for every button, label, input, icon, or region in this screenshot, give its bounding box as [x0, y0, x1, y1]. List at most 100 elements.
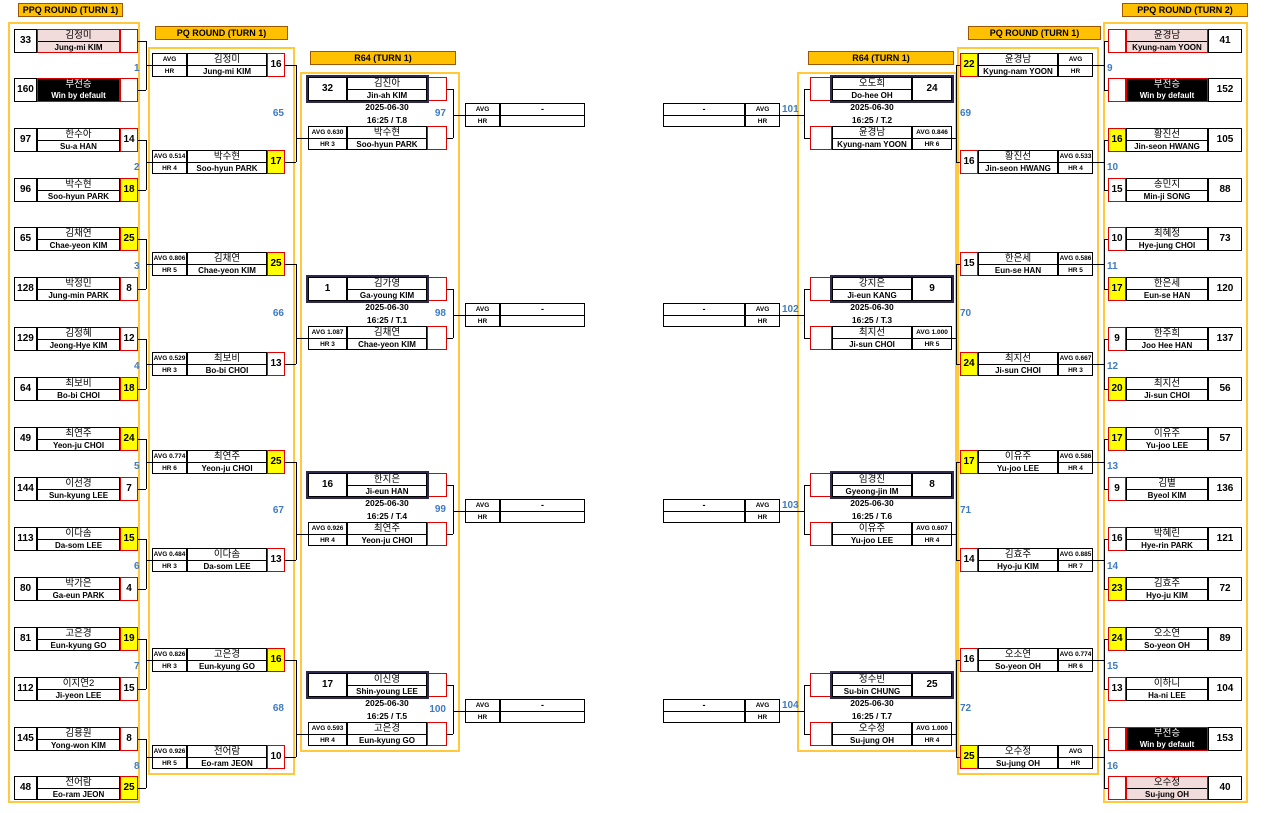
- score-cell: 9: [1108, 477, 1126, 501]
- hr-value: HR: [757, 714, 768, 721]
- seed-entry-outline: [306, 671, 429, 699]
- hr-value: HR: [757, 514, 768, 521]
- connector-line: [296, 734, 308, 735]
- connector-line: [956, 560, 960, 561]
- placeholder-dash: -: [501, 700, 584, 712]
- bracket-position: 104: [1208, 677, 1242, 701]
- hr-value: HR 4: [162, 165, 177, 172]
- hr-value: HR: [757, 318, 768, 325]
- player-name-kr: 박수현: [348, 127, 426, 139]
- connector-line: [804, 338, 810, 339]
- column-r64-right: [797, 72, 957, 752]
- bracket-position: 72: [1208, 577, 1242, 601]
- connector-line: [1104, 41, 1108, 42]
- match-time: 16:25 / T.2: [851, 115, 893, 125]
- hr-value: HR 7: [1068, 563, 1083, 570]
- connector-line: [453, 511, 465, 512]
- score-cell: 15: [120, 677, 138, 701]
- score-cell: [1108, 29, 1126, 53]
- connector-line: [956, 462, 957, 560]
- connector-line: [138, 439, 146, 440]
- player-name-en: Yeon-ju CHOI: [201, 464, 253, 473]
- connector-line: [453, 711, 465, 712]
- connector-line: [780, 711, 804, 712]
- player-name-en: Su-bin CHUNG: [843, 687, 901, 696]
- connector-line: [138, 639, 146, 640]
- player-name-en: Ji-eun HAN: [365, 487, 409, 496]
- placeholder-empty: [664, 712, 744, 722]
- player-name-kr: 이유주: [1127, 428, 1207, 440]
- player-name-en: Hye-jung CHOI: [1138, 241, 1196, 250]
- connector-line: [138, 539, 146, 540]
- player-name-kr: 최연주: [188, 451, 266, 463]
- hr-value: HR 5: [924, 341, 940, 348]
- hr-value: HR: [757, 118, 768, 125]
- connector-line: [285, 757, 296, 758]
- result-cell-empty: [810, 673, 832, 697]
- avg-value: AVG 0.586: [1059, 253, 1092, 265]
- player-name-en: Eo-ram JEON: [201, 759, 253, 768]
- connector-line: [804, 138, 810, 139]
- bracket-position: 80: [14, 577, 37, 601]
- advancing-player-placeholder: -: [500, 103, 585, 127]
- connector-line: [956, 65, 960, 66]
- player-name-kr: 고은경: [188, 649, 266, 661]
- column-ppq-right: [1103, 22, 1248, 803]
- bracket-position: 145: [14, 727, 37, 751]
- connector-line: [285, 264, 296, 265]
- player-name-kr: 이다솜: [188, 549, 266, 561]
- connector-line: [1093, 364, 1104, 365]
- bracket-position: 113: [14, 527, 37, 551]
- avg-value: AVG 0.593: [309, 723, 346, 735]
- result-cell-empty: [810, 277, 832, 301]
- seed-number: 16: [308, 473, 347, 497]
- player-name-en: Jin-seon HWANG: [985, 164, 1051, 173]
- bracket-position: 89: [1208, 627, 1242, 651]
- player-name-en: Ji-yeon LEE: [55, 691, 102, 700]
- player-name-en: Yong-won KIM: [51, 741, 106, 750]
- match-date: 2025-06-30: [365, 698, 409, 708]
- match-number: 65: [272, 107, 284, 119]
- score-cell: 18: [120, 377, 138, 401]
- avg-value: AVG 1.087: [309, 327, 346, 339]
- score-cell: 24: [960, 352, 978, 376]
- score-cell: 18: [120, 178, 138, 202]
- connector-line: [296, 138, 308, 139]
- player-name-kr: 최연주: [38, 428, 119, 440]
- match-number: 12: [1107, 361, 1119, 372]
- result-cell-empty: [427, 277, 447, 301]
- hr-value: HR 4: [924, 537, 940, 544]
- header-pq-left: PQ ROUND (TURN 1): [155, 26, 288, 40]
- player-name-en: Bo-bi CHOI: [205, 366, 249, 375]
- placeholder-dash: -: [664, 304, 744, 316]
- score-cell: 13: [1108, 677, 1126, 701]
- connector-line: [453, 289, 454, 338]
- match-number: 66: [272, 308, 284, 319]
- match-number: 16: [1107, 761, 1119, 772]
- seed-entry-outline: [306, 75, 429, 103]
- connector-line: [804, 289, 805, 338]
- connector-line: [138, 489, 146, 490]
- match-number: 7: [134, 661, 140, 672]
- player-name-kr: 최보비: [188, 353, 266, 365]
- avg-value: AVG 0.926: [153, 746, 186, 758]
- connector-line: [952, 534, 956, 535]
- connector-line: [1104, 739, 1105, 788]
- connector-line: [138, 90, 146, 91]
- score-cell: [1108, 727, 1126, 751]
- hr-value: HR 3: [162, 367, 177, 374]
- score-cell: 14: [120, 128, 138, 152]
- connector-line: [285, 660, 296, 661]
- player-name-en: Hye-rin PARK: [1141, 541, 1193, 550]
